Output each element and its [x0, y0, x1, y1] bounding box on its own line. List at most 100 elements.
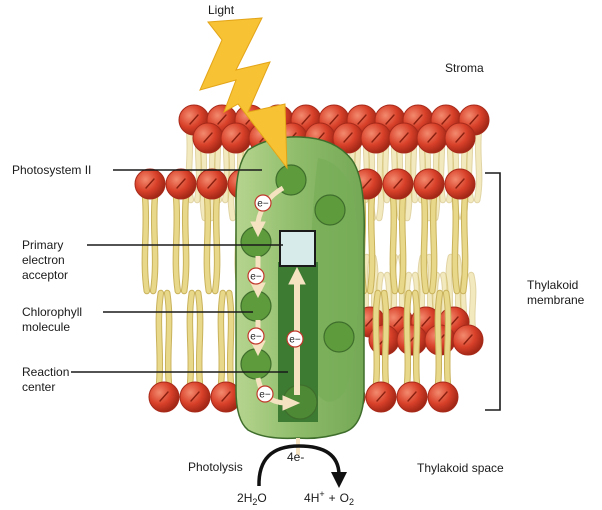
primary-acceptor-label: electron — [22, 253, 65, 267]
lipid-tail — [460, 193, 468, 294]
lipid-head-highlight — [424, 178, 434, 189]
lightning-bolt-icon — [199, 17, 288, 170]
lipid-head-highlight — [329, 114, 339, 125]
lipid-tail — [164, 290, 172, 388]
electron-badge: e− — [256, 385, 274, 403]
lipid-head-highlight — [217, 114, 227, 125]
lipid-head-highlight — [441, 114, 451, 125]
photolysis-label: Photolysis — [188, 460, 243, 474]
arrowhead — [250, 221, 266, 238]
chlorophyll-molecule — [314, 194, 346, 226]
electron-badge: e− — [254, 194, 272, 212]
lipid-tails — [217, 289, 235, 389]
lipid-tail — [474, 127, 482, 203]
lipid-head — [396, 381, 428, 413]
lipid-head-highlight — [301, 114, 311, 125]
lipid-tail — [398, 193, 406, 294]
lipid-head-highlight — [407, 391, 417, 402]
lipid-head-highlight — [176, 178, 186, 189]
lipid-head — [382, 168, 414, 200]
primary-acceptor-label: acceptor — [22, 268, 68, 282]
lipid-tails — [389, 192, 407, 295]
chlorophyll-molecule — [323, 321, 355, 353]
lipid-head-highlight — [203, 132, 213, 143]
lipid-head — [196, 168, 228, 200]
lipid-tail — [452, 193, 460, 294]
lipid-tail — [404, 290, 412, 388]
lipid-head-highlight — [343, 132, 353, 143]
lipid-tail — [156, 290, 164, 388]
photosystem-ii-complex — [235, 136, 365, 440]
lipid-head-highlight — [399, 132, 409, 143]
lipid-head-highlight — [449, 316, 459, 327]
lipid-head-highlight — [393, 178, 403, 189]
lipid-head-highlight — [393, 316, 403, 327]
lipid-tail — [373, 290, 381, 388]
lipid-head — [148, 381, 180, 413]
lipid-head-highlight — [231, 132, 241, 143]
lipid-tails — [403, 289, 421, 389]
arrowhead — [288, 266, 306, 285]
lipid-head-highlight — [427, 132, 437, 143]
lipid-head-highlight — [376, 391, 386, 402]
chlorophyll-label: molecule — [22, 320, 70, 334]
lipid-head-highlight — [190, 391, 200, 402]
lipid-tail — [181, 193, 189, 294]
electron-badge: e− — [247, 327, 265, 345]
electron-badge: e− — [247, 267, 265, 285]
lipid-tail — [226, 290, 234, 388]
reaction-center-label: Reaction — [22, 365, 69, 379]
lipid-head-highlight — [365, 316, 375, 327]
lipid-tail — [381, 290, 389, 388]
arrowhead — [282, 395, 301, 411]
membrane-label: Thylakoid — [527, 278, 578, 292]
lipid-tail — [367, 193, 375, 294]
four-electrons-label: 4e- — [287, 450, 304, 464]
lipid-tails — [141, 192, 159, 295]
svg-text:e−: e− — [250, 332, 262, 343]
lipid-head-highlight — [455, 178, 465, 189]
membrane-bracket — [485, 172, 501, 411]
lipid-tails — [172, 192, 190, 295]
lipid-tails — [420, 192, 438, 295]
lipid-head — [413, 168, 445, 200]
svg-text:e−: e− — [250, 272, 262, 283]
lipid-head-highlight — [421, 316, 431, 327]
lipid-tails — [203, 192, 221, 295]
lipid-head-highlight — [469, 114, 479, 125]
lipid-tail — [421, 193, 429, 294]
lipid-head-highlight — [189, 114, 199, 125]
lipid-head — [360, 122, 392, 154]
lipid-head-highlight — [145, 178, 155, 189]
lipid-head-highlight — [207, 178, 217, 189]
lipid-tail — [218, 290, 226, 388]
lipid-head — [427, 381, 459, 413]
primary-acceptor-label: Primary — [22, 238, 63, 252]
lipid-tails — [155, 289, 173, 389]
reaction-center-label: center — [22, 380, 55, 394]
chlorophyll-molecule — [240, 348, 272, 380]
lipid-head — [444, 168, 476, 200]
lipid-head — [396, 324, 428, 356]
lipid-tails — [434, 289, 452, 389]
lipid-tails — [451, 192, 469, 295]
lipid-head — [192, 122, 224, 154]
lipid-head — [452, 324, 484, 356]
lipid-head — [416, 122, 448, 154]
lipid-tail — [390, 193, 398, 294]
lipid-head — [220, 122, 252, 154]
lipid-head-highlight — [221, 391, 231, 402]
stroma-label: Stroma — [445, 61, 484, 75]
lipid-head-highlight — [413, 114, 423, 125]
lipid-head-highlight — [357, 114, 367, 125]
primary-electron-acceptor — [279, 230, 316, 267]
lipid-head-highlight — [438, 391, 448, 402]
lipid-tail — [412, 290, 420, 388]
water-formula: 2H2O — [237, 491, 267, 507]
lipid-tail — [195, 290, 203, 388]
lipid-head — [365, 381, 397, 413]
lipid-tails — [372, 289, 390, 389]
lipid-tail — [150, 193, 158, 294]
lipid-tail — [443, 290, 451, 388]
